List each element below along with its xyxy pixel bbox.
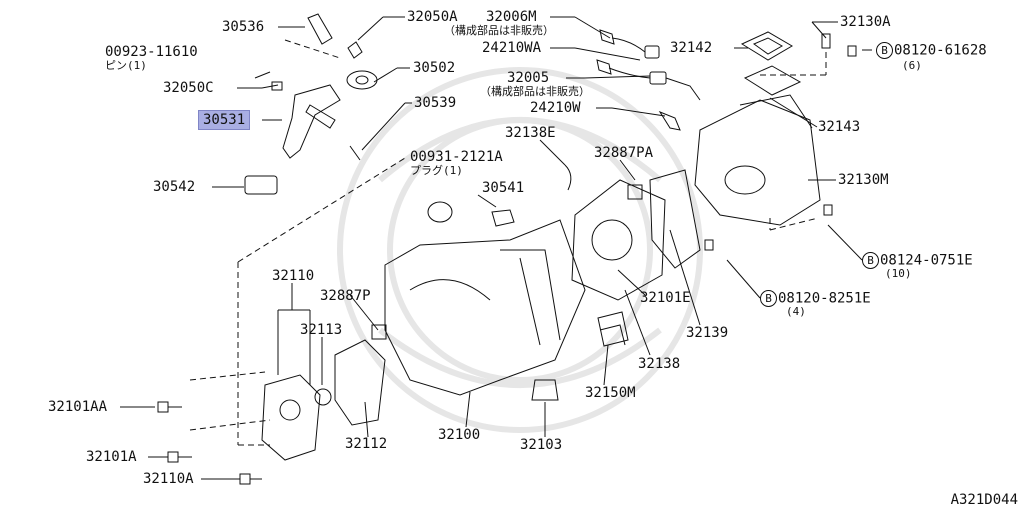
front-cover-shape (261, 374, 321, 461)
bolt-marker-b-icon: B (876, 42, 893, 59)
label-32005[interactable]: 32005 (507, 70, 550, 86)
shift-fork-shape (282, 84, 341, 159)
label-30541[interactable]: 30541 (482, 180, 525, 196)
label-32112[interactable]: 32112 (345, 436, 388, 452)
adapter-plate-shape (571, 179, 666, 301)
label-32130M[interactable]: 32130M (838, 172, 889, 188)
label-32138[interactable]: 32138 (638, 356, 681, 372)
diagram-id: A321D044 (950, 492, 1018, 508)
label-32142[interactable]: 32142 (670, 40, 713, 56)
qty-08120-8251E: (4) (786, 305, 806, 318)
qty-08120-61628: (6) (902, 59, 922, 72)
note-00931-2121A: プラグ(1) (410, 164, 463, 177)
label-32050A[interactable]: 32050A (407, 9, 458, 25)
label-32139[interactable]: 32139 (686, 325, 729, 341)
label-32110A[interactable]: 32110A (143, 471, 194, 487)
bolt-marker-b-icon: B (760, 290, 777, 307)
label-32110[interactable]: 32110 (272, 268, 315, 284)
rear-extension-shape (694, 99, 821, 226)
qty-08124-0751E: (10) (885, 267, 912, 280)
label-32100[interactable]: 32100 (438, 427, 481, 443)
label-32887PA[interactable]: 32887PA (594, 145, 654, 161)
label-24210W[interactable]: 24210W (530, 100, 581, 116)
label-32887P[interactable]: 32887P (320, 288, 371, 304)
assembly-lines (189, 39, 827, 446)
label-32006M[interactable]: 32006M (486, 9, 537, 25)
label-00923-11610[interactable]: 00923-11610 (105, 44, 198, 60)
label-32050C[interactable]: 32050C (163, 80, 214, 96)
label-32101A[interactable]: 32101A (86, 449, 137, 465)
label-32103[interactable]: 32103 (520, 437, 563, 453)
label-32113[interactable]: 32113 (300, 322, 343, 338)
label-30539[interactable]: 30539 (414, 95, 457, 111)
note-32006M: （構成部品は非販売） (444, 24, 554, 37)
label-32138E[interactable]: 32138E (505, 125, 556, 141)
label-30536[interactable]: 30536 (222, 19, 265, 35)
transmission-case-shape (384, 219, 586, 396)
label-32101E[interactable]: 32101E (640, 290, 691, 306)
label-00931-2121A[interactable]: 00931-2121A (410, 149, 503, 165)
label-30531-selected[interactable]: 30531 (198, 110, 251, 130)
label-32101AA[interactable]: 32101AA (48, 399, 108, 415)
label-32130A[interactable]: 32130A (840, 14, 891, 30)
bolt-marker-b-icon: B (862, 252, 879, 269)
note-00923-11610: ピン(1) (105, 59, 147, 72)
label-30542[interactable]: 30542 (153, 179, 196, 195)
label-30502[interactable]: 30502 (413, 60, 456, 76)
label-24210WA[interactable]: 24210WA (482, 40, 542, 56)
label-32150M[interactable]: 32150M (585, 385, 636, 401)
label-32143[interactable]: 32143 (818, 119, 861, 135)
note-32005: （構成部品は非販売） (480, 85, 590, 98)
